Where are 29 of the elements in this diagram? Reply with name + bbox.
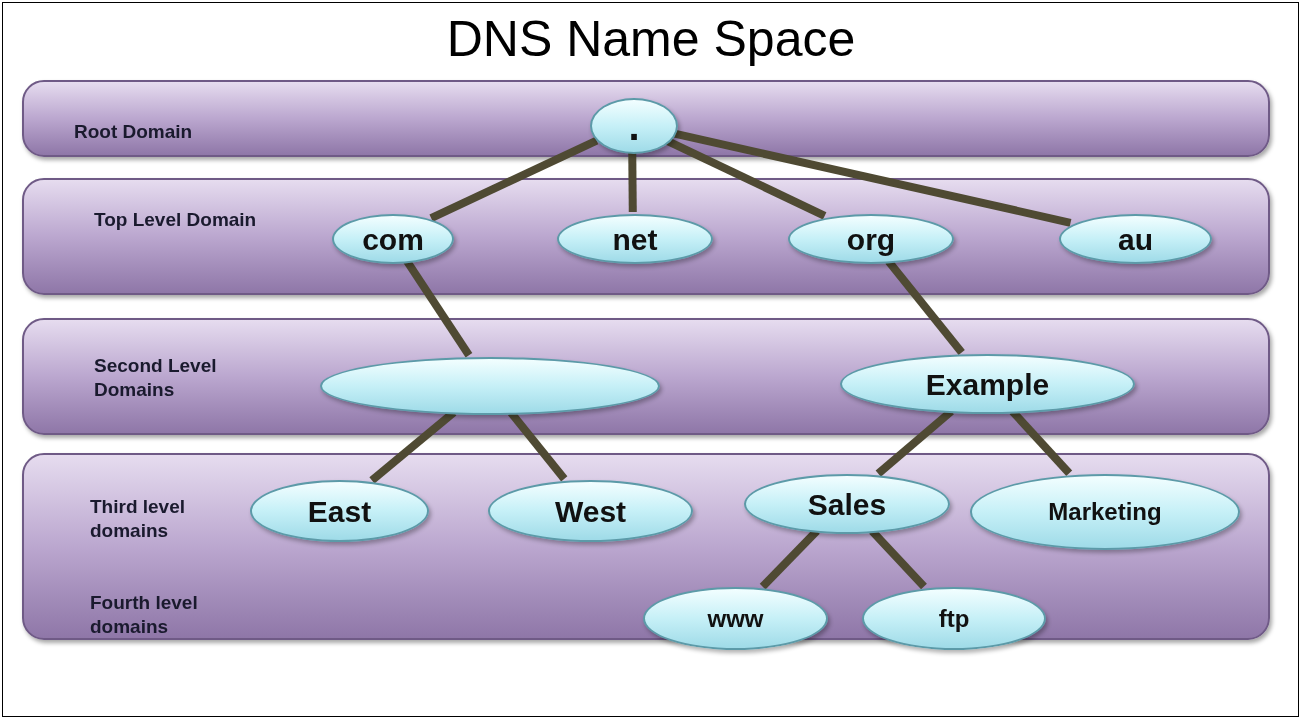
title: DNS Name Space	[445, 10, 857, 69]
domain-ellipse	[557, 214, 713, 264]
domain-name: Example	[925, 366, 1050, 403]
domain-name: ftp	[938, 603, 970, 634]
domain-ellipse	[590, 98, 678, 154]
domain-name: .	[628, 106, 640, 146]
domain-name: West	[554, 493, 627, 530]
level-label: Second Level Domains	[94, 354, 218, 402]
domain-name: www	[707, 603, 764, 634]
domain-name: com	[362, 221, 424, 258]
domain-name: Marketing	[1048, 497, 1162, 527]
domain-ellipse	[332, 214, 454, 264]
tree-line	[672, 129, 1072, 227]
tree-line	[628, 151, 637, 213]
domain-name: Sales	[807, 486, 887, 523]
level-label: Top Level Domain	[94, 208, 258, 232]
domain-ellipse	[1059, 214, 1212, 264]
level-band	[22, 178, 1270, 295]
domain-name: org	[846, 221, 896, 258]
level-label: Third level domains	[90, 495, 187, 543]
domain-name: au	[1118, 221, 1153, 258]
level-band	[22, 318, 1270, 435]
level-label: Root Domain	[74, 120, 194, 144]
level-label: Fourth level domains	[90, 591, 199, 639]
domain-name: net	[612, 221, 658, 258]
domain-name: East	[307, 493, 372, 530]
tree-line	[665, 137, 827, 220]
tree-line	[429, 137, 599, 222]
level-band	[22, 80, 1270, 157]
